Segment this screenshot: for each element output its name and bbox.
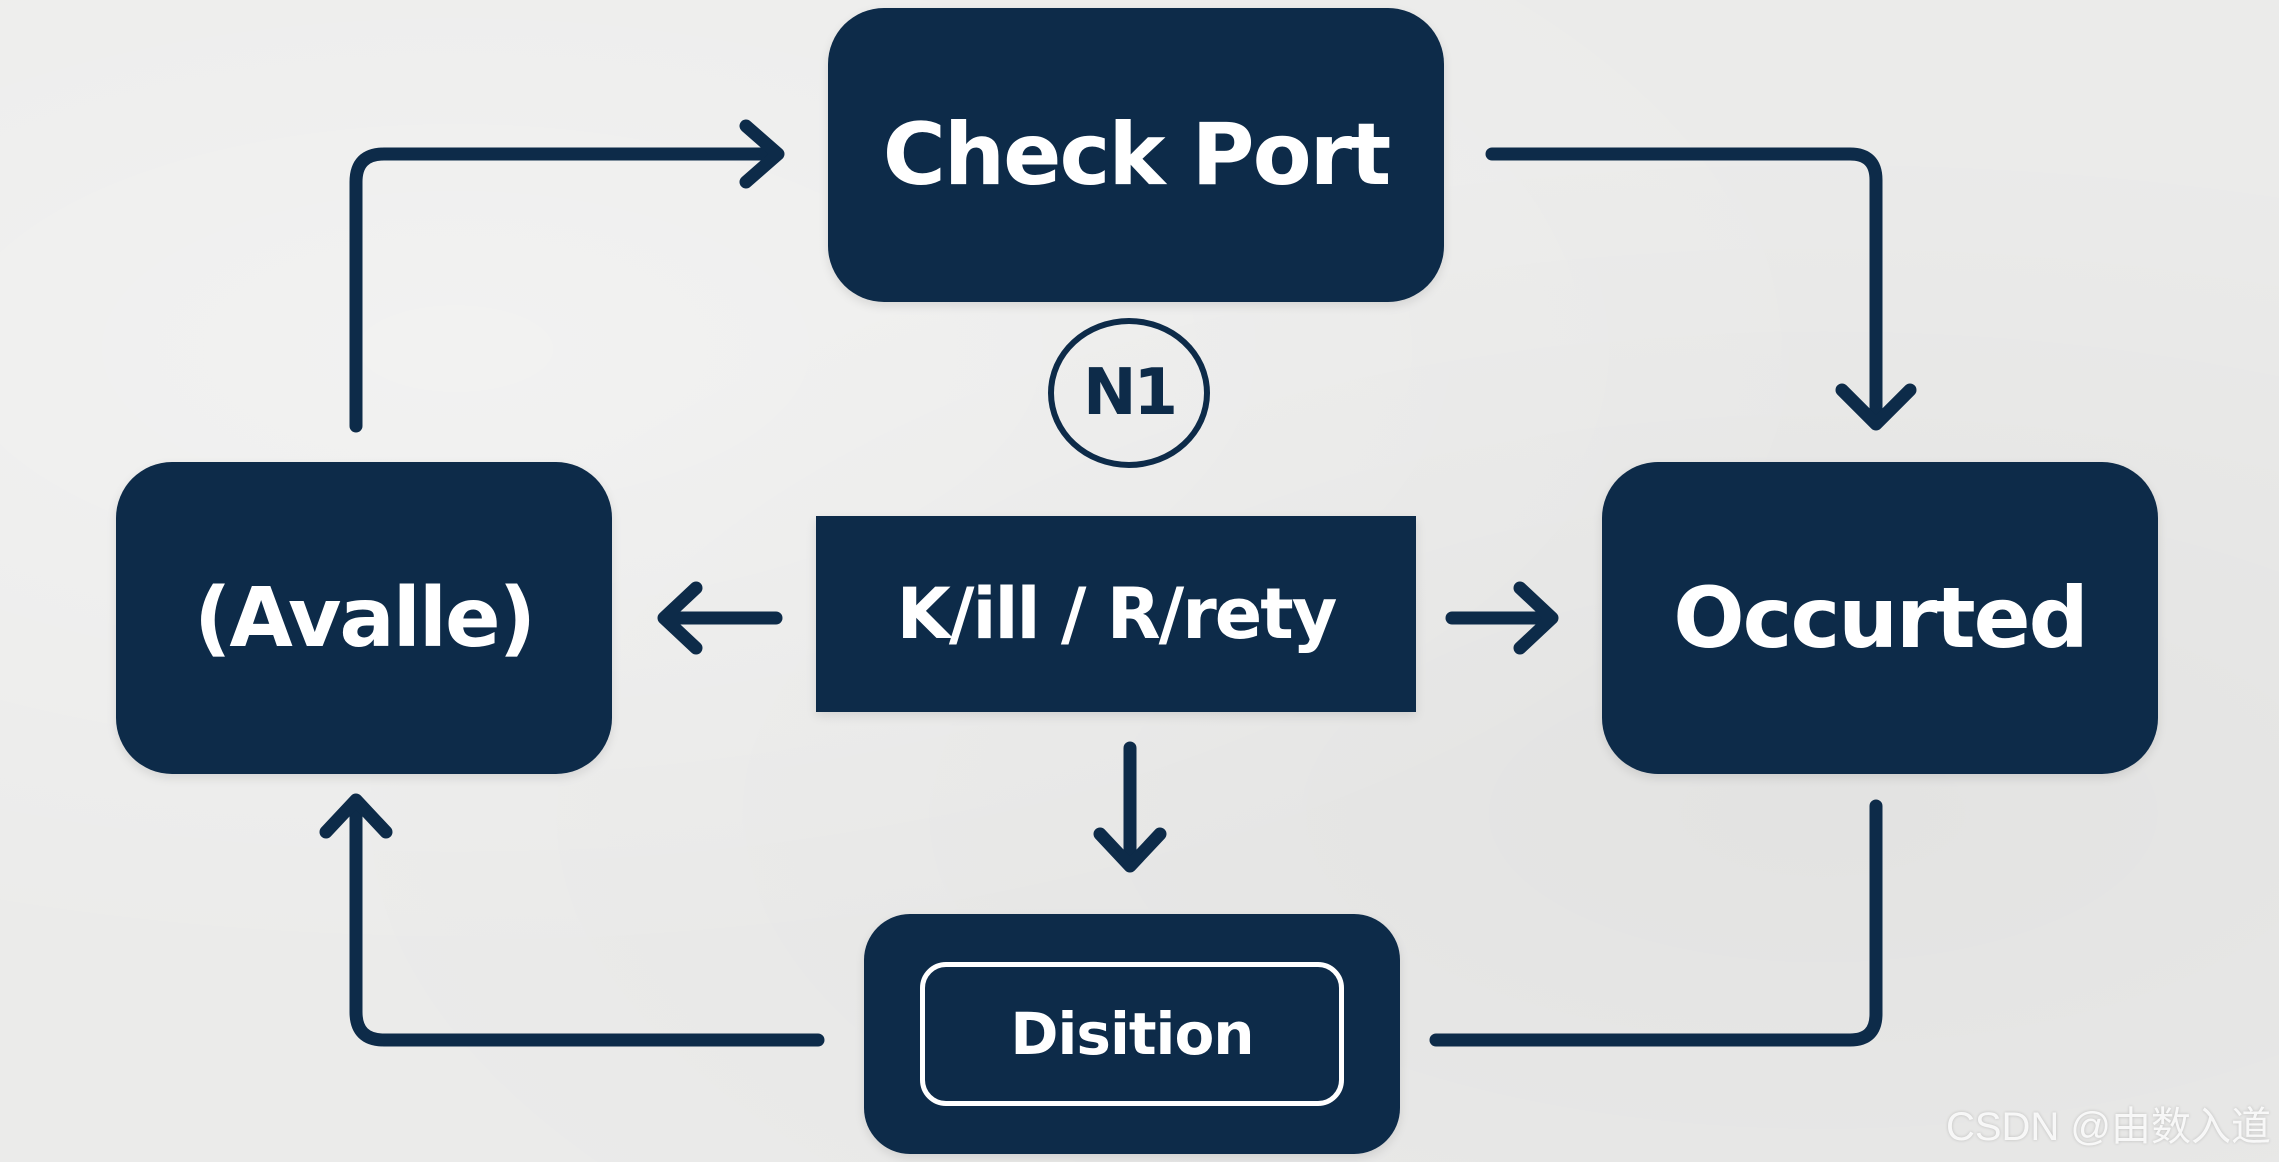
watermark: CSDN @由数入道 (1945, 1105, 2271, 1149)
avalle-node[interactable]: (Avalle) (116, 462, 612, 774)
kill-retry-node[interactable]: K/ill / R/rety (816, 516, 1416, 712)
arrowhead-to-avalle-up (319, 793, 393, 839)
occurted-node[interactable]: Occurted (1602, 462, 2158, 774)
arrowhead-to-occurted (1835, 383, 1917, 431)
arrowhead-to-avalle-left (657, 581, 703, 655)
disition-node[interactable]: Disition (864, 914, 1400, 1154)
disition-label: Disition (1010, 1000, 1254, 1068)
arrow-disition-to-avalle (349, 795, 825, 1047)
kill-retry-label: K/ill / R/rety (896, 573, 1338, 655)
check-port-label: Check Port (882, 105, 1391, 205)
arrow-avalle-to-check-port (349, 147, 783, 433)
arrowhead-to-check-port (739, 119, 785, 189)
arrow-occurted-to-disition (1429, 799, 1883, 1047)
avalle-label: (Avalle) (193, 570, 536, 666)
disition-inner-frame: Disition (920, 962, 1344, 1106)
occurted-label: Occurted (1673, 569, 2088, 667)
n1-badge: N1 (1048, 318, 1210, 468)
arrowhead-to-occurted-right (1513, 581, 1559, 655)
check-port-node[interactable]: Check Port (828, 8, 1444, 302)
arrowhead-to-disition (1093, 827, 1167, 873)
arrow-check-port-to-occurted (1485, 147, 1883, 427)
n1-badge-label: N1 (1082, 356, 1178, 430)
